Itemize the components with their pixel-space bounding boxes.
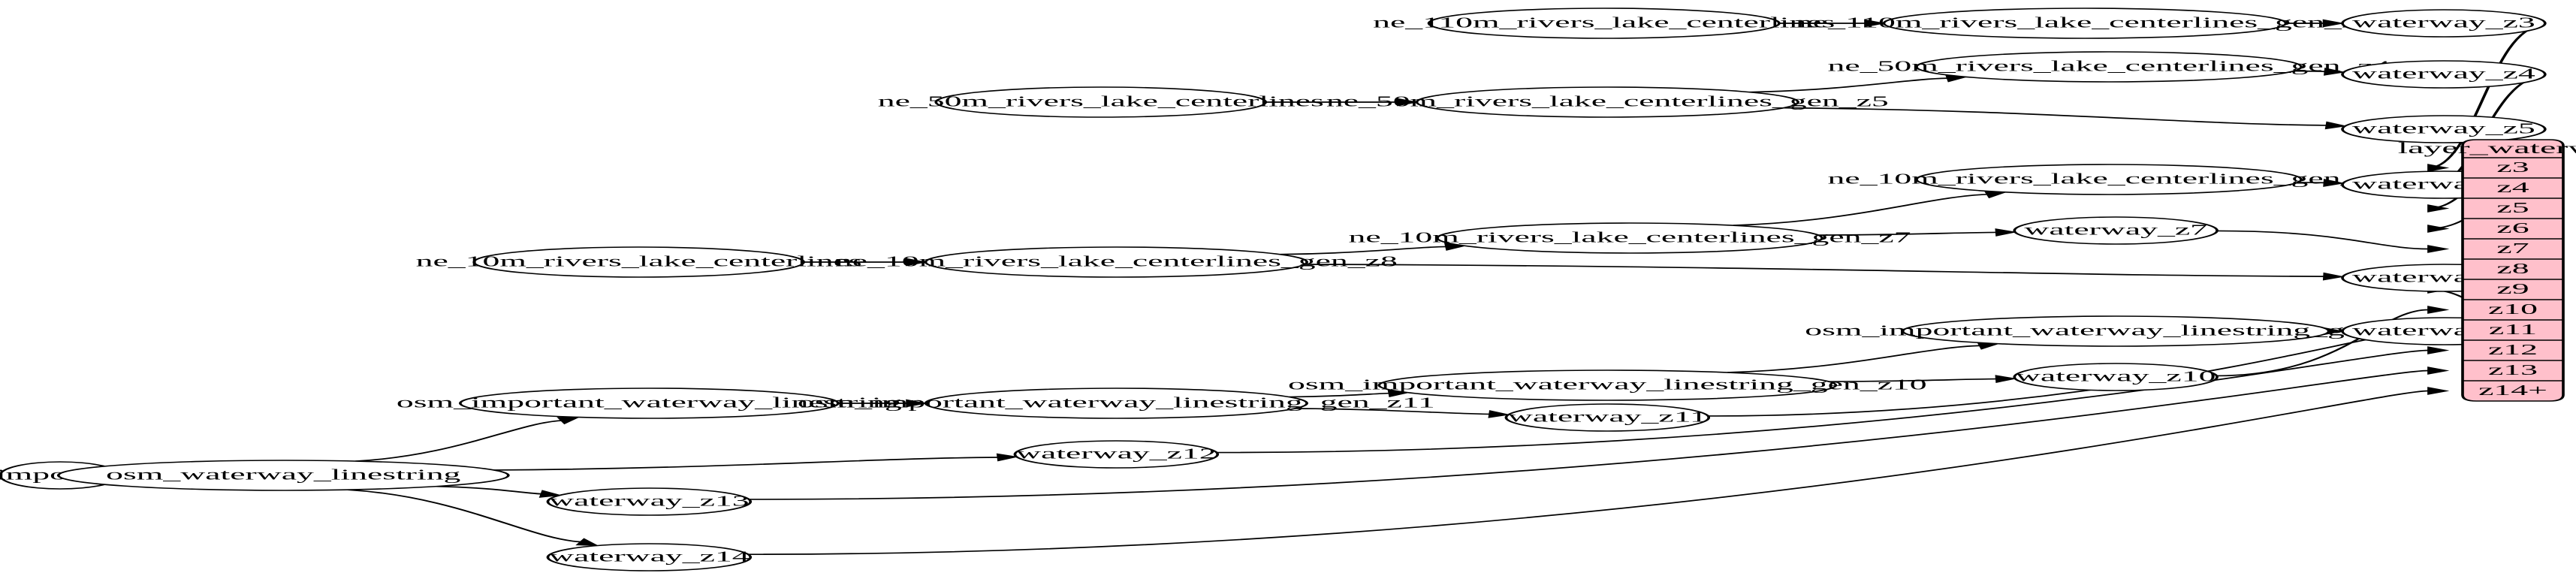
graph-node-ne_10m_rivers_lake_centerlines_gen_z7[interactable]: ne_10m_rivers_lake_centerlines_gen_z7: [1349, 222, 1911, 254]
graph-node-waterway_z13[interactable]: waterway_z13: [546, 487, 753, 516]
node-layer: imposm3osm_waterway_linestringosm_import…: [0, 8, 2547, 571]
table-row-z5[interactable]: z5: [2496, 200, 2529, 216]
node-label: waterway_z10: [2016, 368, 2216, 385]
node-label: waterway_z3: [2352, 14, 2535, 31]
graph-node-osm_important_waterway_linestring_gen_z10[interactable]: osm_important_waterway_linestring_gen_z1…: [1288, 369, 1927, 401]
node-label: osm_important_waterway_linestring_gen_z9: [1805, 322, 2427, 339]
node-label: osm_important_waterway_linestring_gen_z1…: [798, 394, 1435, 411]
graph-node-waterway_z3[interactable]: waterway_z3: [2341, 9, 2547, 38]
table-row-z6[interactable]: z6: [2496, 220, 2529, 237]
node-label: osm_important_waterway_linestring: [397, 394, 902, 411]
graph-node-ne_110m_rivers_lake_centerlines[interactable]: ne_110m_rivers_lake_centerlines: [1373, 8, 1835, 39]
graph-node-waterway_z7[interactable]: waterway_z7: [2013, 216, 2219, 245]
node-label: waterway_z12: [1016, 445, 1217, 462]
node-label: ne_110m_rivers_lake_centerlines_gen_z3: [1796, 14, 2374, 31]
table-row-z9[interactable]: z9: [2496, 281, 2529, 297]
graph-node-ne_50m_rivers_lake_centerlines[interactable]: ne_50m_rivers_lake_centerlines: [878, 86, 1324, 118]
table-row-z12[interactable]: z12: [2488, 342, 2538, 358]
node-label: ne_50m_rivers_lake_centerlines: [878, 93, 1324, 110]
node-label: ne_10m_rivers_lake_centerlines_gen_z8: [835, 253, 1398, 270]
node-label: osm_waterway_linestring: [106, 466, 460, 483]
table-row-z11[interactable]: z11: [2489, 321, 2537, 338]
graph-node-waterway_z10[interactable]: waterway_z10: [2013, 363, 2219, 391]
node-label: ne_10m_rivers_lake_centerlines_gen_z7: [1349, 229, 1911, 246]
graph-node-waterway_z14[interactable]: waterway_z14: [546, 543, 753, 571]
graph-node-ne_50m_rivers_lake_centerlines_gen_z5[interactable]: ne_50m_rivers_lake_centerlines_gen_z5: [1326, 86, 1889, 118]
table-row-z13[interactable]: z13: [2488, 362, 2538, 378]
node-label: waterway_z5: [2352, 120, 2535, 137]
table-layer: layer_waterway z3 z4 z5 z6 z7 z8 z9 z10 z11 z12 z13…: [2398, 139, 2576, 402]
node-label: ne_10m_rivers_lake_centerlines_gen_z6: [1828, 170, 2390, 187]
table-row-z8[interactable]: z8: [2496, 261, 2529, 277]
table-row-z4[interactable]: z4: [2496, 179, 2529, 196]
node-label: ne_110m_rivers_lake_centerlines: [1373, 14, 1835, 31]
graph-node-waterway_z12[interactable]: waterway_z12: [1013, 440, 1220, 469]
table-row-z14+[interactable]: z14+: [2478, 382, 2547, 399]
node-label: waterway_z11: [1508, 409, 1707, 425]
node-label: waterway_z13: [549, 493, 750, 509]
graph-node-ne_10m_rivers_lake_centerlines[interactable]: ne_10m_rivers_lake_centerlines: [416, 246, 862, 278]
table-node-layer-waterway[interactable]: layer_waterway z3 z4 z5 z6 z7 z8 z9 z10 z11 z12 z13…: [2398, 139, 2576, 402]
graph-node-ne_10m_rivers_lake_centerlines_gen_z8[interactable]: ne_10m_rivers_lake_centerlines_gen_z8: [835, 246, 1398, 278]
node-label: waterway_z4: [2352, 65, 2535, 82]
graph-node-osm_waterway_linestring[interactable]: osm_waterway_linestring: [56, 460, 510, 491]
graph-node-ne_110m_rivers_lake_centerlines_gen_z3[interactable]: ne_110m_rivers_lake_centerlines_gen_z3: [1796, 8, 2374, 39]
graph-node-waterway_z5[interactable]: waterway_z5: [2341, 115, 2547, 143]
node-label: ne_10m_rivers_lake_centerlines: [416, 253, 862, 270]
graph-node-waterway_z4[interactable]: waterway_z4: [2341, 60, 2547, 89]
graph-node-ne_10m_rivers_lake_centerlines_gen_z6[interactable]: ne_10m_rivers_lake_centerlines_gen_z6: [1828, 164, 2390, 195]
table-row-z3[interactable]: z3: [2496, 159, 2529, 176]
node-label: waterway_z14: [549, 548, 750, 565]
node-label: osm_important_waterway_linestring_gen_z1…: [1288, 376, 1927, 393]
node-label: waterway_z7: [2024, 222, 2207, 238]
graph-node-waterway_z11[interactable]: waterway_z11: [1504, 403, 1711, 432]
table-row-z7[interactable]: z7: [2496, 240, 2529, 257]
node-label: ne_50m_rivers_lake_centerlines_gen_z4: [1828, 58, 2390, 74]
table-row-z10[interactable]: z10: [2488, 301, 2538, 318]
table-header-label: layer_waterway: [2398, 140, 2576, 157]
table-outline: [2461, 139, 2565, 402]
graph-node-ne_50m_rivers_lake_centerlines_gen_z4[interactable]: ne_50m_rivers_lake_centerlines_gen_z4: [1828, 51, 2390, 83]
node-label: ne_50m_rivers_lake_centerlines_gen_z5: [1326, 93, 1889, 110]
graph-node-osm_important_waterway_linestring_gen_z9[interactable]: osm_important_waterway_linestring_gen_z9: [1805, 315, 2427, 347]
graph-node-osm_important_waterway_linestring[interactable]: osm_important_waterway_linestring: [397, 388, 902, 419]
graph-node-osm_important_waterway_linestring_gen_z11[interactable]: osm_important_waterway_linestring_gen_z1…: [798, 388, 1435, 419]
